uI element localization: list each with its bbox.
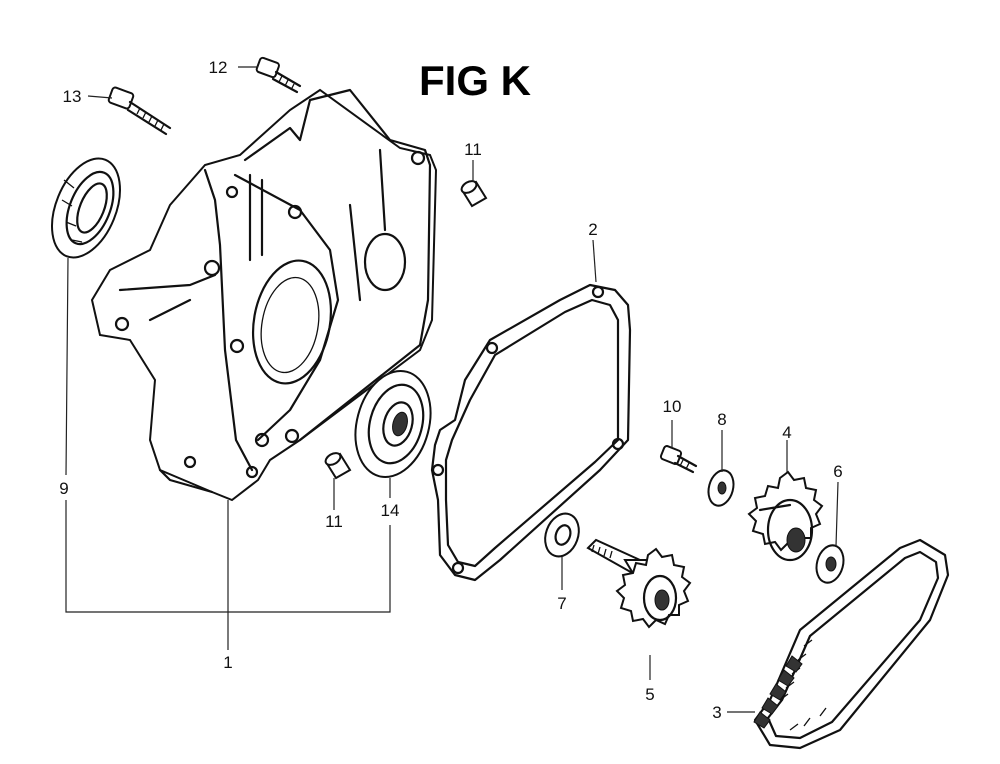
part-1-case-cover [90, 88, 438, 502]
part-6-washer [815, 544, 845, 584]
part-7-washer [544, 512, 580, 558]
part-11-dowel-pin-lower [324, 452, 352, 480]
callout-14: 14 [381, 501, 400, 520]
callout-1: 1 [223, 653, 232, 672]
part-2-gasket [430, 283, 632, 582]
callout-5: 5 [645, 685, 654, 704]
part-4-idler-sprocket [747, 470, 824, 562]
callout-2: 2 [588, 220, 597, 239]
callout-labels: 1 2 3 4 5 6 7 8 9 10 11 11 12 13 14 [59, 58, 842, 722]
part-8-washer [707, 469, 735, 507]
callout-13: 13 [63, 87, 82, 106]
callout-11-lower: 11 [325, 512, 343, 531]
callout-12: 12 [209, 58, 228, 77]
callout-8: 8 [717, 410, 726, 429]
callout-10: 10 [663, 397, 682, 416]
callout-11-upper: 11 [464, 140, 482, 159]
part-9-oil-seal [51, 157, 121, 259]
callout-4: 4 [782, 423, 791, 442]
callout-7: 7 [557, 594, 566, 613]
part-13-bolt [107, 86, 172, 136]
part-10-bolt [659, 445, 698, 474]
part-11-dowel-pin-upper [460, 180, 488, 208]
part-14-bearing [354, 370, 432, 478]
part-3-chain [753, 538, 950, 750]
part-5-sprocket-shaft [586, 538, 692, 629]
leader-lines [65, 66, 839, 713]
figure-title: FIG K [419, 57, 531, 104]
callout-3: 3 [712, 703, 721, 722]
part-12-bolt [255, 56, 302, 94]
callout-9: 9 [59, 479, 68, 498]
callout-6: 6 [833, 462, 842, 481]
